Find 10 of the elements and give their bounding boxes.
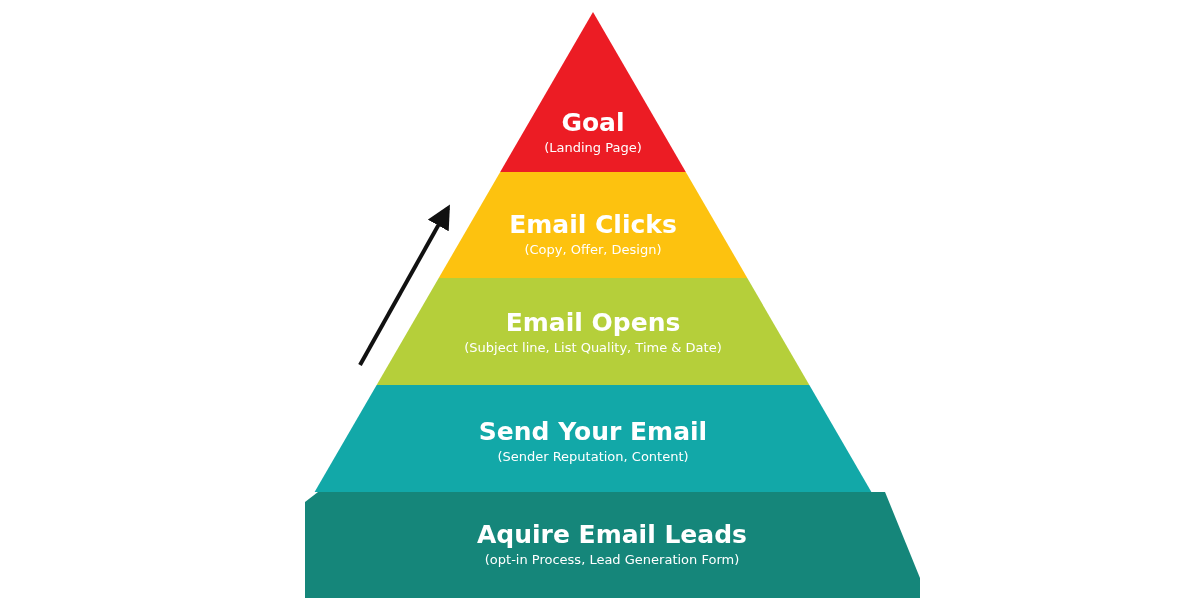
tier-subtitle: (Landing Page) xyxy=(543,140,643,156)
tier-heading: Email Clicks xyxy=(508,210,678,240)
tier-heading: Email Opens xyxy=(504,308,682,338)
tier-subtitle: (Copy, Offer, Design) xyxy=(523,242,663,258)
tier-subtitle: (Sender Reputation, Content) xyxy=(496,449,690,465)
tier-subtitle: (opt-in Process, Lead Generation Form) xyxy=(483,552,741,568)
tier-heading: Goal xyxy=(560,108,626,138)
tier-subtitle: (Subject line, List Quality, Time & Date) xyxy=(463,340,723,356)
tier-heading: Aquire Email Leads xyxy=(476,520,748,550)
tier-heading: Send Your Email xyxy=(477,417,709,447)
